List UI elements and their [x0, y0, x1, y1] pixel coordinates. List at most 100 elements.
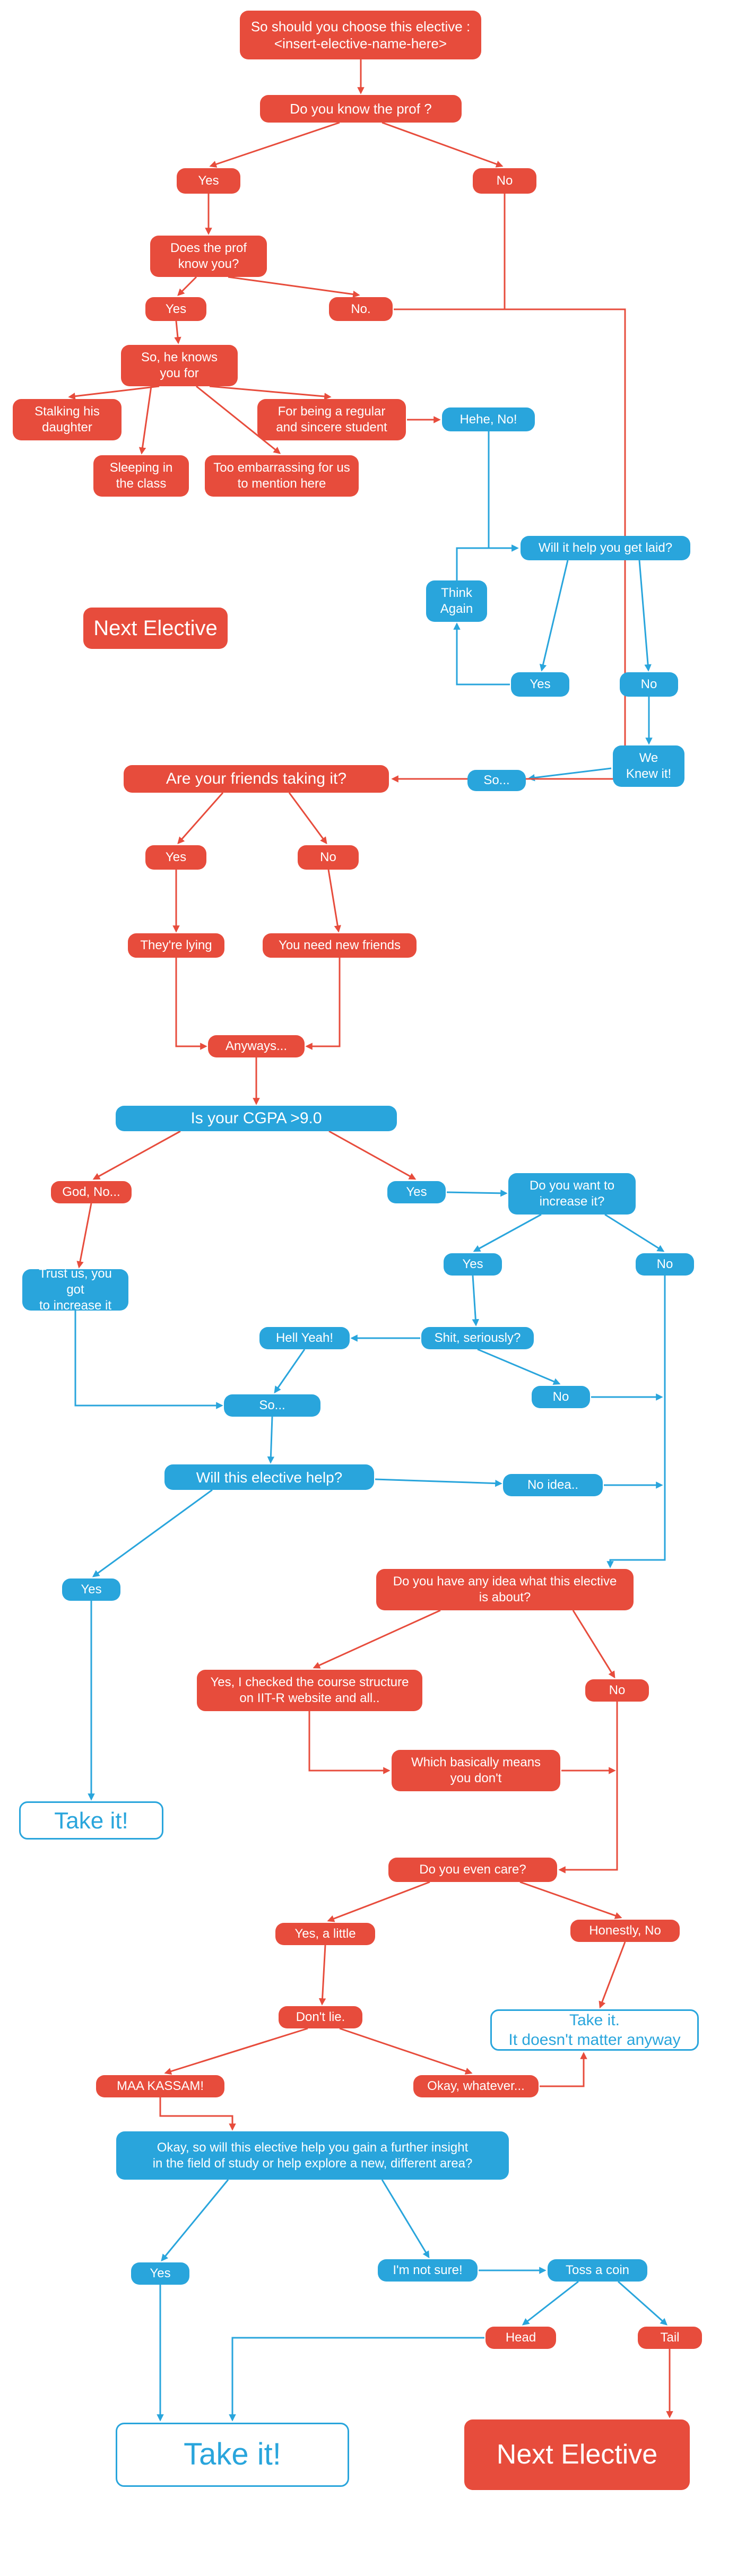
node-even-care: Do you even care?: [388, 1858, 557, 1882]
edge-21: [177, 792, 224, 845]
node-elective-help: Will this elective help?: [164, 1464, 374, 1490]
node-yes-increase: Yes: [444, 1253, 502, 1276]
edge-63: [618, 2280, 668, 2326]
node-no-shit: No: [532, 1386, 590, 1408]
node-take-it-final: Take it!: [116, 2423, 349, 2487]
node-anyways: Anyways...: [208, 1035, 305, 1057]
node-knows-you-for: So, he knows you for: [121, 345, 238, 386]
node-shit-seriously: Shit, seriously?: [421, 1327, 534, 1349]
node-so-2: So...: [224, 1394, 320, 1417]
edge-32: [473, 1213, 542, 1252]
edge-39: [267, 1416, 275, 1464]
node-trust-us: Trust us, you got to increase it: [22, 1267, 128, 1313]
node-dont-lie: Don't lie.: [279, 2006, 362, 2028]
node-take-it-1: Take it!: [19, 1801, 163, 1840]
edge-13: [456, 544, 519, 580]
node-next-elective-final: Next Elective: [464, 2419, 690, 2490]
edge-33: [604, 1213, 665, 1252]
node-insight: Okay, so will this elective help you gai…: [116, 2131, 509, 2180]
node-prof-know-you: Does the prof know you?: [150, 236, 267, 277]
node-know-prof: Do you know the prof ?: [260, 95, 462, 123]
edge-10: [209, 385, 332, 400]
node-sleeping: Sleeping in the class: [93, 455, 189, 497]
edge-46: [313, 1609, 441, 1669]
edge-59: [161, 2179, 229, 2262]
edge-56: [339, 2027, 473, 2075]
node-no-increase: No: [636, 1253, 694, 1276]
node-hell-yeah: Hell Yeah!: [259, 1327, 350, 1349]
edge-51: [327, 1881, 430, 1922]
node-think-again: Think Again: [426, 580, 487, 622]
edge-60: [381, 2179, 430, 2259]
node-get-laid: Will it help you get laid?: [521, 536, 690, 560]
node-head: Head: [485, 2327, 556, 2349]
edge-29: [328, 1130, 417, 1180]
edge-50: [558, 1702, 618, 1874]
edge-24: [327, 869, 341, 933]
node-not-sure: I'm not sure!: [378, 2259, 478, 2282]
node-no-idea: No idea..: [503, 1474, 603, 1496]
node-friends-taking: Are your friends taking it?: [124, 765, 389, 793]
edge-31: [76, 1203, 92, 1269]
node-honestly-no: Honestly, No: [570, 1920, 680, 1942]
node-tail: Tail: [638, 2327, 702, 2349]
node-next-elective-1: Next Elective: [83, 608, 228, 649]
edge-9: [196, 385, 281, 454]
edge-62: [522, 2280, 579, 2326]
edge-25: [175, 958, 207, 1050]
node-god-no: God, No...: [51, 1181, 132, 1203]
edge-52: [519, 1881, 622, 1919]
node-yes-prof-knows: Yes: [145, 297, 206, 321]
edge-53: [318, 1945, 326, 2006]
edge-37: [274, 1349, 306, 1394]
edge-28: [92, 1130, 181, 1180]
node-basically: Which basically means you don't: [392, 1750, 560, 1791]
node-yes-little: Yes, a little: [275, 1923, 375, 1945]
node-toss-coin: Toss a coin: [548, 2259, 647, 2282]
edge-5: [228, 276, 360, 298]
node-so-1: So...: [467, 770, 526, 791]
edge-47: [572, 1610, 615, 1679]
edge-12: [488, 431, 519, 552]
edge-38: [74, 1311, 223, 1409]
node-yes-know-prof: Yes: [177, 168, 240, 194]
node-yes-insight: Yes: [131, 2262, 189, 2285]
edge-14: [539, 560, 569, 672]
edge-34: [472, 1275, 480, 1326]
edge-8: [138, 386, 152, 455]
edge-55: [164, 2027, 308, 2075]
node-yes-friends: Yes: [145, 845, 206, 870]
edge-48: [308, 1711, 391, 1774]
edge-26: [305, 958, 341, 1050]
edge-44: [92, 1489, 213, 1577]
node-cgpa: Is your CGPA >9.0: [116, 1106, 397, 1131]
node-no-prof-knows: No.: [329, 297, 393, 321]
node-hehe-no: Hehe, No!: [442, 407, 535, 431]
node-checked-structure: Yes, I checked the course structure on I…: [197, 1670, 422, 1711]
node-start: So should you choose this elective : <in…: [240, 11, 481, 59]
node-take-it-2: Take it. It doesn't matter anyway: [490, 2009, 699, 2051]
edge-18: [527, 767, 612, 782]
edge-54: [599, 1941, 626, 2009]
edge-22: [288, 792, 327, 845]
edge-58: [159, 2097, 236, 2131]
edge-40: [375, 1478, 502, 1487]
node-stalking: Stalking his daughter: [13, 399, 122, 440]
node-no-idea-red: No: [585, 1679, 649, 1702]
node-yes-cgpa: Yes: [387, 1181, 446, 1203]
edge-36: [477, 1348, 561, 1385]
edge-7: [68, 385, 160, 400]
node-any-idea: Do you have any idea what this elective …: [376, 1569, 634, 1610]
node-increase: Do you want to increase it?: [508, 1173, 636, 1215]
node-regular-student: For being a regular and sincere student: [257, 399, 406, 440]
node-maa-kassam: MAA KASSAM!: [96, 2075, 224, 2097]
edge-30: [446, 1190, 508, 1197]
edge-1: [209, 122, 340, 168]
edge-43: [606, 1276, 666, 1568]
edge-6: [174, 320, 181, 344]
node-no-laid: No: [620, 672, 678, 697]
node-embarrassing: Too embarrassing for us to mention here: [205, 455, 359, 497]
edge-15: [638, 560, 652, 672]
node-we-knew-it: We Knew it!: [613, 745, 684, 787]
